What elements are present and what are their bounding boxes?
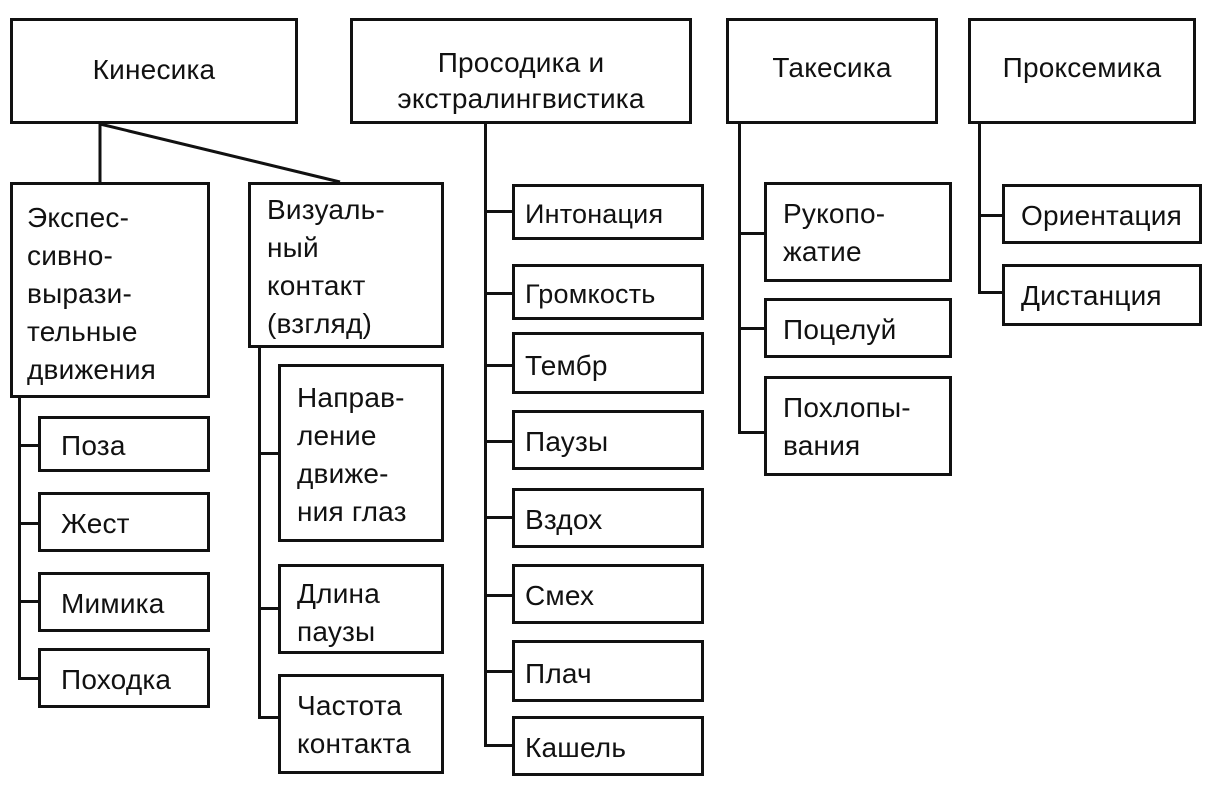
prosody-item: Тембр (512, 332, 704, 394)
expressive-item-label: Жест (61, 508, 130, 539)
expressive-item-label: Мимика (61, 588, 165, 619)
connector-line (484, 364, 512, 367)
prosody-item-label: Паузы (525, 426, 609, 457)
prosody-item: Плач (512, 640, 704, 702)
expressive-trunk-line (18, 398, 21, 680)
prosody-item-label: Плач (525, 658, 592, 689)
takesics-item: Рукопо- жатие (764, 182, 952, 282)
kinesics-title: Кинесика (92, 54, 216, 85)
connector-line (978, 214, 1002, 217)
expressive-item-label: Походка (61, 664, 172, 695)
visual-trunk-line (258, 348, 261, 718)
prosody-item-label: Громкость (525, 279, 656, 309)
connector-line (738, 431, 764, 434)
expressive-movements-title: Экспес- сивно- вырази- тельные движения (27, 202, 157, 385)
proxemics-trunk-line (978, 124, 981, 294)
connector-line (484, 670, 512, 673)
proxemics-item-label: Дистанция (1021, 280, 1162, 311)
connector-line (978, 291, 1002, 294)
expressive-item: Походка (38, 648, 210, 708)
kinesics-box: Кинесика (10, 18, 298, 124)
expressive-item: Мимика (38, 572, 210, 632)
takesics-item: Похлопы- вания (764, 376, 952, 476)
prosody-box: Просодика и экстралингвистика (350, 18, 692, 124)
visual-item: Длина паузы (278, 564, 444, 654)
prosody-trunk-line (484, 124, 487, 746)
visual-item-label: Направ- ление движе- ния глаз (297, 382, 407, 527)
visual-contact-title: Визуаль- ный контакт (взгляд) (267, 194, 385, 339)
connector-line (738, 327, 764, 330)
connector-line (258, 452, 278, 455)
visual-contact-box: Визуаль- ный контакт (взгляд) (248, 182, 444, 348)
connector-line (484, 744, 512, 747)
takesics-item-label: Похлопы- вания (783, 392, 911, 461)
expressive-item-label: Поза (61, 430, 126, 461)
connector-line (484, 594, 512, 597)
connector-line (258, 607, 278, 610)
visual-item-label: Частота контакта (297, 690, 411, 759)
connector-line (18, 677, 38, 680)
connector-line (258, 716, 278, 719)
connector-line (18, 522, 38, 525)
takesics-title: Такесика (772, 52, 892, 83)
proxemics-title: Проксемика (1002, 52, 1162, 83)
takesics-item-label: Рукопо- жатие (783, 198, 886, 267)
visual-item: Частота контакта (278, 674, 444, 774)
takesics-item-label: Поцелуй (783, 314, 897, 345)
prosody-item-label: Тембр (525, 350, 608, 381)
connector-line (484, 292, 512, 295)
prosody-item: Вздох (512, 488, 704, 548)
prosody-item: Громкость (512, 264, 704, 320)
prosody-item: Кашель (512, 716, 704, 776)
prosody-item: Паузы (512, 410, 704, 470)
prosody-item: Интонация (512, 184, 704, 240)
takesics-item: Поцелуй (764, 298, 952, 358)
visual-item-label: Длина паузы (297, 578, 380, 647)
kinesics-to-visual-line (99, 122, 341, 184)
prosody-item-label: Смех (525, 580, 595, 611)
prosody-item-label: Кашель (525, 732, 627, 763)
prosody-item-label: Вздох (525, 504, 603, 535)
expressive-item: Поза (38, 416, 210, 472)
prosody-item-label: Интонация (525, 199, 664, 229)
proxemics-item: Дистанция (1002, 264, 1202, 326)
prosody-title: Просодика и экстралингвистика (397, 47, 645, 114)
connector-line (484, 210, 512, 213)
takesics-box: Такесика (726, 18, 938, 124)
connector-line (484, 516, 512, 519)
proxemics-item-label: Ориентация (1021, 200, 1182, 231)
connector-line (484, 440, 512, 443)
connector-line (18, 600, 38, 603)
proxemics-box: Проксемика (968, 18, 1196, 124)
takesics-trunk-line (738, 124, 741, 434)
expressive-item: Жест (38, 492, 210, 552)
expressive-movements-box: Экспес- сивно- вырази- тельные движения (10, 182, 210, 398)
visual-item: Направ- ление движе- ния глаз (278, 364, 444, 542)
connector-line (18, 444, 38, 447)
connector-line (738, 232, 764, 235)
prosody-item: Смех (512, 564, 704, 624)
proxemics-item: Ориентация (1002, 184, 1202, 244)
